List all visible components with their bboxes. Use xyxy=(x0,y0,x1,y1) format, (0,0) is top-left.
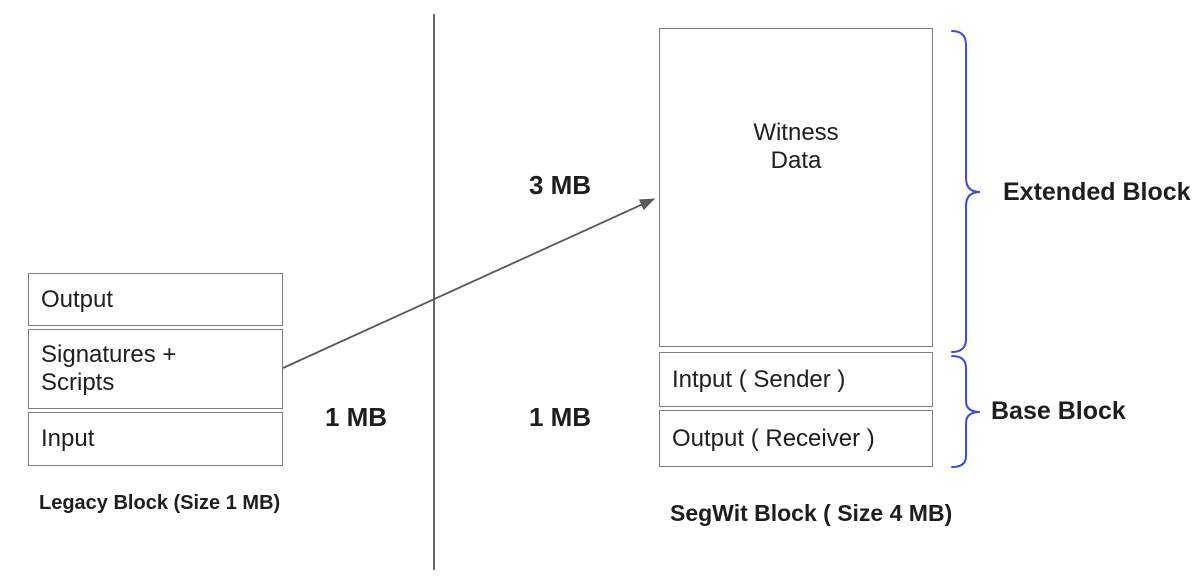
segwit-witness-data-section: Witness Data xyxy=(659,28,933,347)
signatures-to-witness-arrow xyxy=(282,198,655,369)
segwit-output-receiver-label: Output ( Receiver ) xyxy=(672,424,875,452)
legacy-input-section: Input xyxy=(28,412,283,466)
base-block-brace xyxy=(951,355,981,468)
segwit-block-caption: SegWit Block ( Size 4 MB) xyxy=(670,500,953,526)
legacy-output-section: Output xyxy=(28,273,283,326)
base-block-label: Base Block xyxy=(991,397,1126,425)
legacy-size-label: 1 MB xyxy=(324,402,388,432)
witness-transfer-size-label: 3 MB xyxy=(528,170,592,200)
legacy-block-caption: Legacy Block (Size 1 MB) xyxy=(39,492,281,514)
legacy-signatures-label-line1: Signatures + xyxy=(41,341,177,368)
legacy-input-label: Input xyxy=(41,425,95,452)
witness-label-line1: Witness xyxy=(753,119,839,146)
extended-block-brace xyxy=(951,30,981,353)
segwit-input-sender-label: Intput ( Sender ) xyxy=(672,365,846,393)
legacy-signatures-label-line2: Scripts xyxy=(41,369,115,396)
segwit-base-size-label: 1 MB xyxy=(528,402,592,432)
legacy-output-label: Output xyxy=(41,285,114,313)
legacy-signatures-scripts-section: Signatures + Scripts xyxy=(28,329,283,409)
segwit-input-sender-section: Intput ( Sender ) xyxy=(659,352,933,407)
witness-label-line2: Data xyxy=(770,147,822,174)
segwit-output-receiver-section: Output ( Receiver ) xyxy=(659,410,933,467)
extended-block-label: Extended Block xyxy=(1003,178,1191,206)
